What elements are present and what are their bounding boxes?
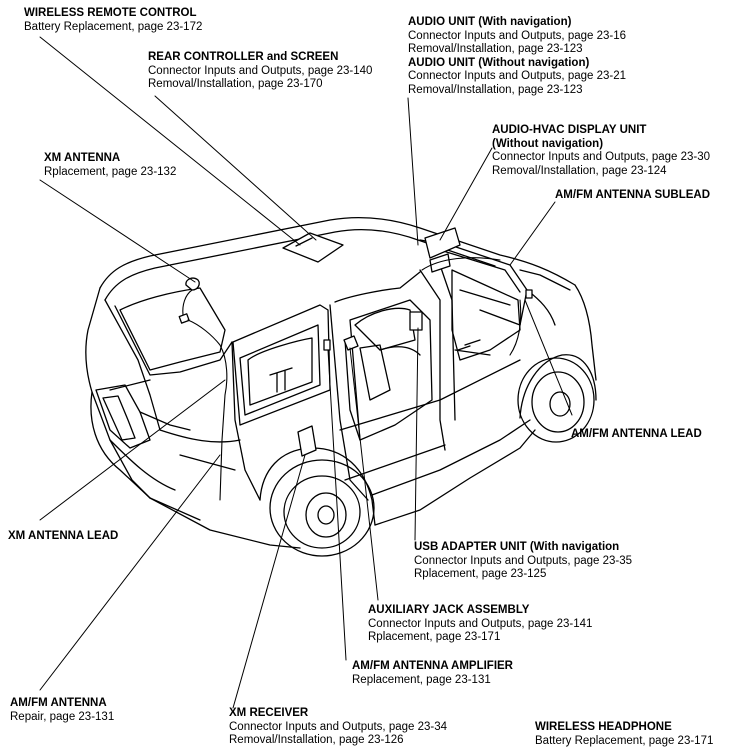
callout-subtitle: (Without navigation) [492, 137, 604, 150]
callout-line: Connector Inputs and Outputs, page 23-14… [368, 617, 593, 630]
callout-aux-jack: AUXILIARY JACK ASSEMBLY Connector Inputs… [368, 604, 592, 645]
callout-rear-controller: REAR CONTROLLER and SCREEN Connector Inp… [148, 51, 372, 92]
callout-title: XM ANTENNA [44, 152, 121, 164]
leader-lines [39, 36, 573, 709]
callout-line: Removal/Installation, page 23-123 [408, 43, 583, 55]
callout-line: Removal/Installation, page 23-123 [408, 83, 583, 96]
callout-audio-hvac: AUDIO-HVAC DISPLAY UNIT (Without navigat… [492, 124, 710, 178]
callout-title: AUXILIARY JACK ASSEMBLY [368, 604, 530, 616]
callout-amfm-antenna: AM/FM ANTENNA Repair, page 23-131 [10, 697, 114, 724]
callout-title: WIRELESS HEADPHONE [535, 721, 672, 733]
callout-line: Repair, page 23-131 [10, 710, 115, 723]
callout-line: Battery Replacement, page 23-171 [535, 734, 714, 747]
callout-line: Connector Inputs and Outputs, page 23-30 [492, 151, 711, 163]
callout-title: AM/FM ANTENNA [10, 697, 107, 709]
callout-line: Connector Inputs and Outputs, page 23-14… [148, 64, 373, 77]
callout-title: XM RECEIVER [229, 707, 309, 719]
callout-wireless-remote: WIRELESS REMOTE CONTROL Battery Replacem… [24, 7, 202, 34]
callout-line: Battery Replacement, page 23-172 [24, 20, 203, 33]
callout-title: USB ADAPTER UNIT (With navigation [414, 541, 620, 553]
callout-title: REAR CONTROLLER and SCREEN [148, 51, 339, 63]
callout-title: XM ANTENNA LEAD [8, 530, 119, 542]
callout-title: AM/FM ANTENNA LEAD [571, 428, 702, 440]
callout-amfm-sublead: AM/FM ANTENNA SUBLEAD [555, 189, 710, 203]
wiring [182, 257, 522, 501]
callout-xm-lead: XM ANTENNA LEAD [8, 530, 118, 544]
callout-amfm-lead: AM/FM ANTENNA LEAD [571, 428, 702, 442]
callout-title: AUDIO-HVAC DISPLAY UNIT [492, 124, 647, 136]
callout-line: Connector Inputs and Outputs, page 23-16 [408, 29, 627, 42]
callout-title: AUDIO UNIT (With navigation) [408, 16, 572, 28]
callout-line: Rplacement, page 23-132 [44, 165, 177, 178]
components [178, 227, 533, 457]
callout-line: Connector Inputs and Outputs, page 23-35 [414, 554, 633, 567]
callout-line: Rplacement, page 23-171 [368, 631, 501, 643]
callout-amfm-amplifier: AM/FM ANTENNA AMPLIFIER Replacement, pag… [352, 660, 513, 687]
callout-line: Removal/Installation, page 23-124 [492, 164, 667, 177]
vehicle-outline [85, 216, 597, 557]
callout-title: AM/FM ANTENNA AMPLIFIER [352, 660, 513, 672]
callout-xm-antenna: XM ANTENNA Rplacement, page 23-132 [44, 152, 176, 179]
callout-usb-adapter: USB ADAPTER UNIT (With navigation Connec… [414, 541, 632, 582]
callout-title: WIRELESS REMOTE CONTROL [24, 7, 197, 19]
callout-line: Connector Inputs and Outputs, page 23-21 [408, 70, 627, 82]
callout-line: Removal/Installation, page 23-170 [148, 78, 323, 90]
callout-line: Removal/Installation, page 23-126 [229, 734, 404, 746]
callout-wireless-headphone: WIRELESS HEADPHONE Battery Replacement, … [535, 721, 713, 748]
callout-audio-unit-nav: AUDIO UNIT (With navigation) Connector I… [408, 16, 626, 97]
callout-line: Rplacement, page 23-125 [414, 568, 547, 580]
callout-line: Replacement, page 23-131 [352, 673, 491, 686]
callout-title: AM/FM ANTENNA SUBLEAD [555, 189, 711, 201]
callout-xm-receiver: XM RECEIVER Connector Inputs and Outputs… [229, 707, 447, 748]
callout-line: Connector Inputs and Outputs, page 23-34 [229, 720, 448, 733]
callout-title: AUDIO UNIT (Without navigation) [408, 56, 590, 69]
